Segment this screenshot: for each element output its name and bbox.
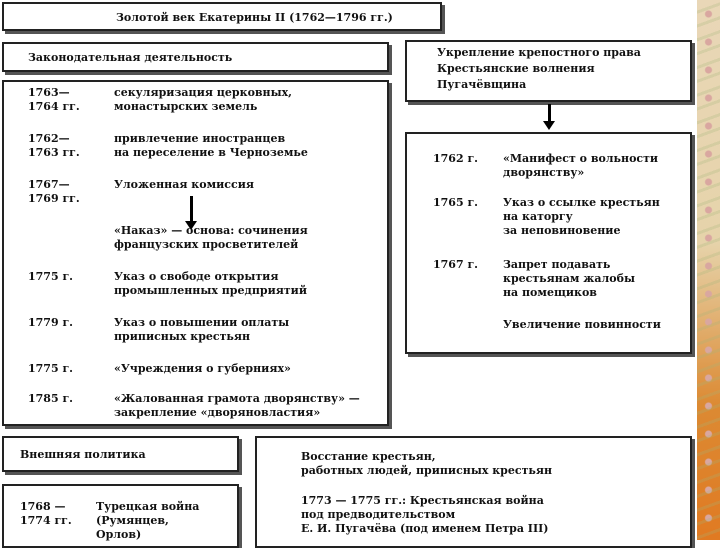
foreign-heading: Внешняя политика [20, 448, 146, 461]
serfdom-text: Запрет подавать [503, 258, 611, 271]
decorative-ornament-strip [697, 0, 720, 540]
serfdom-heading-line: Крестьянские волнения [437, 62, 595, 75]
legislation-date: 1764 гг. [28, 100, 80, 113]
legislation-date: 1785 г. [28, 392, 74, 405]
foreign-date: 1774 гг. [20, 514, 72, 527]
legislation-text: привлечение иностранцев [114, 132, 286, 145]
foreign-text: Орлов) [96, 528, 142, 541]
legislation-heading-box: Законодательная деятельность [2, 42, 389, 72]
legislation-date: 1775 г. [28, 362, 74, 375]
foreign-date: 1768 — [20, 500, 66, 513]
serfdom-text: на помещиков [503, 286, 597, 299]
legislation-date: 1762— [28, 132, 70, 145]
serfdom-list-box: 1762 г. «Манифест о вольности дворянству… [405, 132, 692, 354]
legislation-date: 1767— [28, 178, 70, 191]
serfdom-text: Увеличение повинности [503, 318, 661, 331]
down-arrow-icon [185, 196, 197, 230]
foreign-heading-box: Внешняя политика [2, 436, 239, 472]
serfdom-date: 1767 г. [433, 258, 479, 271]
legislation-text: монастырских земель [114, 100, 258, 113]
uprising-text: Е. И. Пугачёва (под именем Петра III) [301, 522, 549, 535]
legislation-text: Указ о свободе открытия [114, 270, 279, 283]
uprising-heading-line: Восстание крестьян, [301, 450, 436, 463]
serfdom-text: «Манифест о вольности [503, 152, 659, 165]
serfdom-heading-line: Пугачёвщина [437, 78, 527, 91]
legislation-date: 1763 гг. [28, 146, 80, 159]
serfdom-date: 1762 г. [433, 152, 479, 165]
down-arrow-icon [543, 104, 555, 130]
legislation-date: 1779 г. [28, 316, 74, 329]
legislation-text: Уложенная комиссия [114, 178, 254, 191]
uprising-heading-line: работных людей, приписных крестьян [301, 464, 553, 477]
serfdom-text: дворянству» [503, 166, 585, 179]
uprising-text: под предводительством [301, 508, 456, 521]
legislation-date: 1775 г. [28, 270, 74, 283]
serfdom-date: 1765 г. [433, 196, 479, 209]
foreign-text: Турецкая война [96, 500, 200, 513]
legislation-text: «Учреждения о губерниях» [114, 362, 291, 375]
serfdom-heading-line: Укрепление крепостного права [437, 46, 641, 59]
legislation-list-box: 1763— 1764 гг. секуляризация церковных, … [2, 80, 389, 426]
legislation-text: секуляризация церковных, [114, 86, 293, 99]
legislation-text: закрепление «дворяновластия» [114, 406, 321, 419]
serfdom-text: за неповиновение [503, 224, 621, 237]
legislation-date: 1763— [28, 86, 70, 99]
serfdom-text: на каторгу [503, 210, 573, 223]
uprising-text: 1773 — 1775 гг.: Крестьянская война [301, 494, 544, 507]
uprising-box: Восстание крестьян, работных людей, прип… [255, 436, 692, 548]
legislation-text: Указ о повышении оплаты [114, 316, 290, 329]
foreign-text: (Румянцев, [96, 514, 169, 527]
legislation-heading: Законодательная деятельность [28, 51, 233, 64]
legislation-text: «Наказ» — основа: сочинения [114, 224, 308, 237]
title-box: Золотой век Екатерины II (1762—1796 гг.) [2, 2, 442, 31]
serfdom-heading-box: Укрепление крепостного права Крестьянски… [405, 40, 692, 102]
legislation-text: на переселение в Черноземье [114, 146, 308, 159]
legislation-date: 1769 гг. [28, 192, 80, 205]
foreign-content-box: 1768 — 1774 гг. Турецкая война (Румянцев… [2, 484, 239, 548]
legislation-text: промышленных предприятий [114, 284, 307, 297]
legislation-text: «Жалованная грамота дворянству» — [114, 392, 360, 405]
serfdom-text: крестьянам жалобы [503, 272, 635, 285]
legislation-text: французских просветителей [114, 238, 299, 251]
serfdom-text: Указ о ссылке крестьян [503, 196, 660, 209]
legislation-text: приписных крестьян [114, 330, 251, 343]
page-title: Золотой век Екатерины II (1762—1796 гг.) [116, 11, 393, 24]
